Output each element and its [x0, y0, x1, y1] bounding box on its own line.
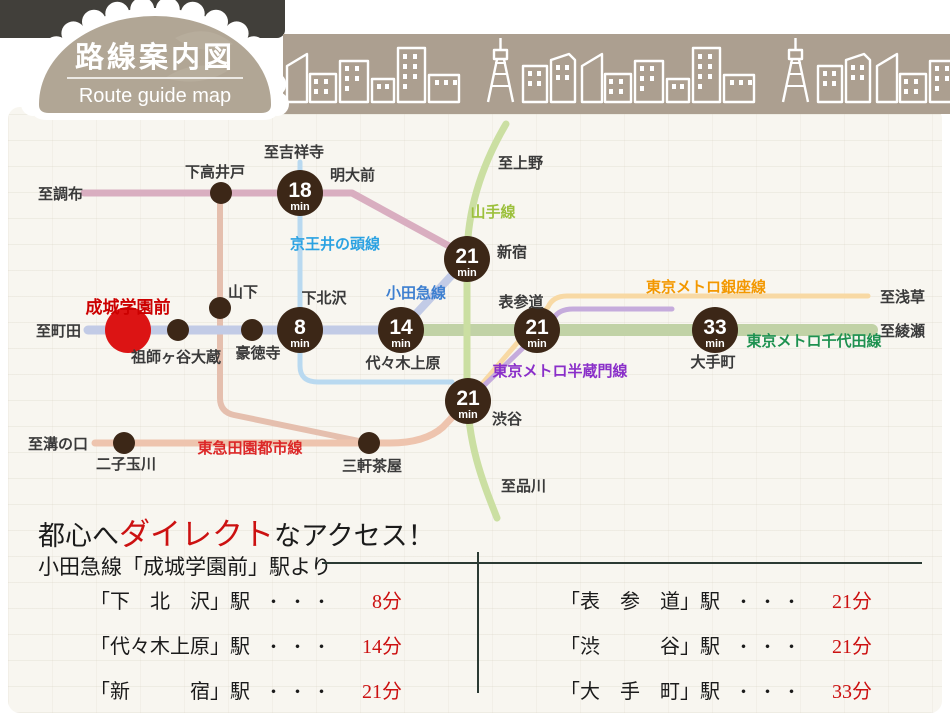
- time-badge-circle: [692, 307, 738, 353]
- label-meidaimae: 明大前: [330, 166, 375, 184]
- line-label-yamanote: 山手線: [470, 203, 515, 221]
- station-dot-sangenjaya: [358, 432, 380, 454]
- label-omotesando: 表参道: [498, 293, 543, 311]
- label-shimotakaido: 下高井戸: [185, 163, 245, 181]
- label-seijogakuenmae: 成城学園前: [86, 297, 171, 317]
- time-badge-circle: [444, 236, 490, 282]
- time-badge-meidaimae: 18 min: [277, 170, 323, 216]
- label-shimokitazawa: 下北沢: [301, 289, 347, 307]
- time-badge-circle: [514, 307, 560, 353]
- line-label-odakyu: 小田急線: [386, 284, 446, 302]
- label-futakotamagawa: 二子玉川: [96, 456, 156, 473]
- inokashira-line: [297, 159, 455, 385]
- title-badge: 路線案内図 Route guide map: [21, 0, 289, 121]
- label-gotokuji: 豪徳寺: [235, 344, 280, 362]
- time-value: 21: [525, 316, 549, 339]
- time-badge-shibuya: 21 min: [445, 378, 491, 424]
- label-shinjuku: 新宿: [497, 243, 527, 261]
- line-label-denentoshi: 東急田園都市線: [197, 439, 302, 457]
- label-dir-asakusa: 至浅草: [880, 288, 925, 306]
- station-dot-gotokuji: [241, 319, 263, 341]
- label-dir-shinagawa: 至品川: [501, 478, 546, 495]
- time-value: 21: [456, 387, 480, 410]
- ginza-line: [467, 293, 871, 401]
- label-sangenjaya: 三軒茶屋: [342, 457, 402, 475]
- time-badge-circle: [378, 307, 424, 353]
- seijogakuenmae-marker: [105, 307, 151, 353]
- label-dir-ayase: 至綾瀬: [880, 322, 925, 340]
- station-dot-soshigayaokura: [167, 319, 189, 341]
- label-dir-machida: 至町田: [36, 323, 81, 340]
- badge-subtitle: Route guide map: [79, 85, 231, 107]
- station-dot-yamashita: [209, 297, 231, 319]
- label-dir-ueno: 至上野: [498, 155, 543, 172]
- time-unit: min: [290, 338, 310, 350]
- time-badge-circle: [277, 170, 323, 216]
- badge-title: 路線案内図: [75, 40, 235, 74]
- station-dots: [113, 182, 380, 454]
- label-dir-chofu: 至調布: [38, 185, 83, 203]
- badge-face: [39, 16, 271, 113]
- label-shibuya: 渋谷: [492, 410, 523, 428]
- label-soshigayaokura: 祖師ヶ谷大蔵: [130, 348, 221, 366]
- line-label-hanzomon: 東京メトロ半蔵門線: [492, 362, 627, 380]
- city-skyline-illustration: [283, 34, 950, 114]
- label-otemachi: 大手町: [690, 353, 735, 371]
- time-unit: min: [391, 338, 411, 350]
- hanzomon-line: [466, 306, 675, 403]
- label-dir-kichijoji: 至吉祥寺: [264, 143, 324, 161]
- time-unit: min: [290, 201, 310, 213]
- keio-line: [80, 189, 464, 256]
- time-badge-shimokitazawa: 8 min: [277, 307, 323, 353]
- time-badge-omotesando: 21 min: [514, 307, 560, 353]
- setagaya-line: [217, 192, 367, 445]
- station-dot-futakotamagawa: [113, 432, 135, 454]
- time-unit: min: [527, 338, 547, 350]
- label-yoyogiuehara: 代々木上原: [364, 354, 440, 372]
- map-labels: 至調布 下高井戸 至吉祥寺 明大前 京王井の頭線 至上野 山手線 新宿 小田急線…: [28, 143, 925, 495]
- yamanote-line: [463, 120, 510, 522]
- time-unit: min: [457, 267, 477, 279]
- line-label-inokashira: 京王井の頭線: [290, 235, 380, 253]
- time-value: 8: [294, 316, 306, 339]
- time-value: 33: [703, 316, 726, 339]
- line-label-ginza: 東京メトロ銀座線: [646, 278, 766, 296]
- label-yamashita: 山下: [228, 284, 258, 301]
- denentoshi-line: [91, 403, 466, 447]
- time-badge-otemachi: 33 min: [692, 307, 738, 353]
- station-dot-shimotakaido: [210, 182, 232, 204]
- time-badge-circle: [277, 307, 323, 353]
- time-value: 21: [455, 245, 479, 268]
- time-unit: min: [458, 409, 478, 421]
- line-label-chiyoda: 東京メトロ千代田線: [746, 332, 881, 350]
- label-dir-mizonokuchi: 至溝の口: [28, 435, 88, 453]
- time-badge-circle: [445, 378, 491, 424]
- time-badge-yoyogiuehara: 14 min: [378, 307, 424, 353]
- rail-lines: [80, 120, 878, 522]
- time-badge-shinjuku: 21 min: [444, 236, 490, 282]
- time-value: 14: [389, 316, 413, 339]
- time-value: 18: [288, 179, 312, 202]
- time-badges: 18 min 21 min 8 min 14 min 21 min: [277, 170, 738, 424]
- time-unit: min: [705, 338, 725, 350]
